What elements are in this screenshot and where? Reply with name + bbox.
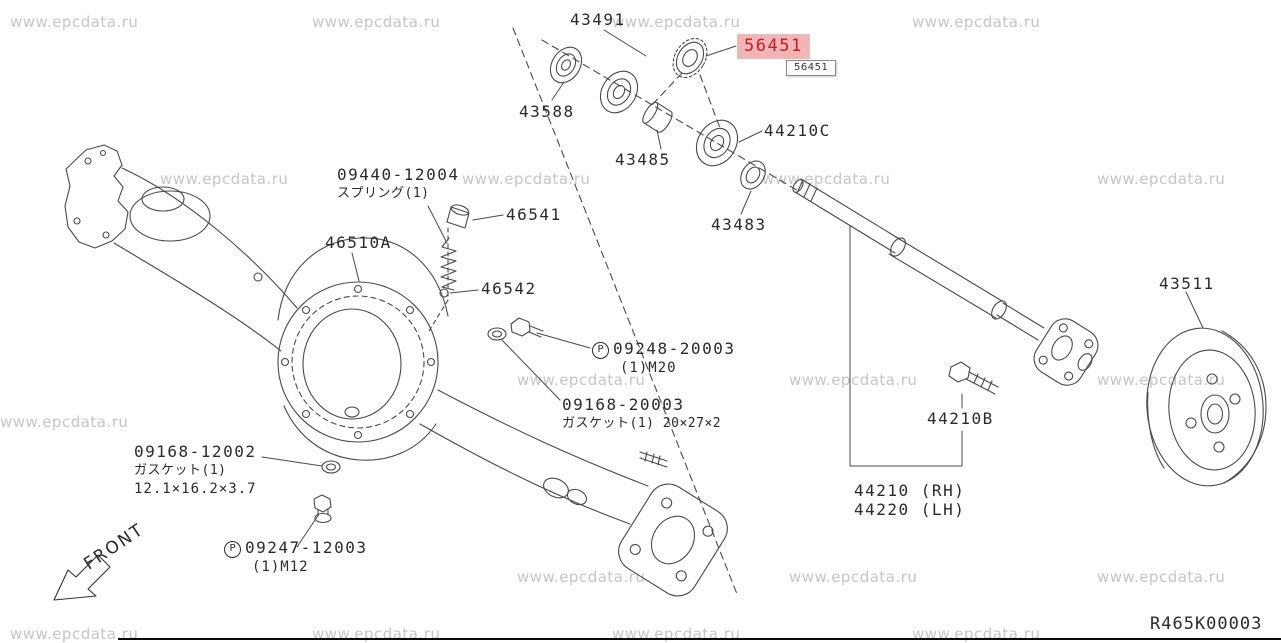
part-spec: (1)M20 <box>620 360 677 376</box>
oil-seal-43483 <box>740 160 766 190</box>
part-number[interactable]: 09248-20003 <box>613 339 736 358</box>
watermark-text: www.epcdata.ru <box>10 625 139 643</box>
watermark-text: www.epcdata.ru <box>789 371 918 389</box>
part-label-09440-12004[interactable]: 09440-12004 スプリング(1) <box>337 165 459 203</box>
part-label-46510a[interactable]: 46510A <box>325 233 392 252</box>
part-number[interactable]: 09440-12004 <box>337 165 460 184</box>
watermark-text: www.epcdata.ru <box>160 170 289 188</box>
watermark-text: www.epcdata.ru <box>1097 371 1226 389</box>
bottom-border-line <box>118 638 1281 640</box>
part-note-jp: ガスケット(1) 20×27×2 <box>562 416 722 431</box>
oil-seal-43588 <box>549 46 583 84</box>
part-label-43491[interactable]: 43491 <box>570 10 626 29</box>
brake-drum-drawing <box>1146 327 1267 487</box>
watermark-text: www.epcdata.ru <box>517 568 646 586</box>
part-label-09168-12002[interactable]: 09168-12002 ガスケット(1) 12.1×16.2×3.7 <box>134 442 257 499</box>
backing-plate-flange <box>618 483 728 597</box>
bearing-44210c <box>695 119 739 167</box>
axle-housing-drawing <box>64 144 728 597</box>
diagram-reference-code: R465K00003 <box>1150 614 1263 634</box>
watermark-text: www.epcdata.ru <box>789 568 918 586</box>
watermark-text: www.epcdata.ru <box>0 413 129 431</box>
part-number-lh[interactable]: 44220 (LH) <box>854 500 966 519</box>
watermark-text: www.epcdata.ru <box>1097 568 1226 586</box>
watermark-text: www.epcdata.ru <box>517 371 646 389</box>
part-label-44210b[interactable]: 44210B <box>927 409 994 428</box>
watermark-text: www.epcdata.ru <box>612 13 741 31</box>
bearing-seal-parts-drawing <box>549 37 766 190</box>
gear-56451 <box>672 37 708 79</box>
plug-gasket-drawing <box>313 317 544 524</box>
part-label-43511[interactable]: 43511 <box>1159 274 1215 293</box>
part-tooltip: 56451 <box>786 60 837 76</box>
wheel-hub-flange <box>1033 318 1099 386</box>
bearing-43491 <box>599 70 639 114</box>
part-number[interactable]: 09168-20003 <box>562 395 685 414</box>
part-number[interactable]: 09168-12002 <box>134 442 257 461</box>
part-label-43483[interactable]: 43483 <box>711 215 767 234</box>
spacer-43485 <box>642 101 673 133</box>
part-label-44210-44220[interactable]: 44210 (RH) 44220 (LH) <box>854 481 965 519</box>
watermark-text: www.epcdata.ru <box>762 170 891 188</box>
watermark-text: www.epcdata.ru <box>312 13 441 31</box>
axle-shaft-drawing <box>792 178 1099 386</box>
p-marker-icon: P <box>224 541 241 558</box>
part-dimensions: 12.1×16.2×3.7 <box>134 481 257 497</box>
watermark-text: www.epcdata.ru <box>912 13 1041 31</box>
part-label-46542[interactable]: 46542 <box>481 279 537 298</box>
bracket-lines <box>849 225 963 467</box>
part-note-jp: ガスケット(1) <box>134 463 227 478</box>
leader-lines <box>261 29 1204 548</box>
part-label-46541[interactable]: 46541 <box>506 205 562 224</box>
part-number[interactable]: 09247-12003 <box>245 538 368 557</box>
part-label-44210c[interactable]: 44210C <box>764 121 831 140</box>
part-label-43485[interactable]: 43485 <box>615 150 671 169</box>
part-label-43588[interactable]: 43588 <box>519 102 575 121</box>
hub-bolt-drawing <box>948 361 999 395</box>
watermark-text: www.epcdata.ru <box>462 170 591 188</box>
p-marker-icon: P <box>592 342 609 359</box>
part-note-jp: スプリング(1) <box>337 186 430 201</box>
front-arrow-icon <box>53 554 111 601</box>
watermark-text: www.epcdata.ru <box>1097 170 1226 188</box>
watermark-text: www.epcdata.ru <box>10 13 139 31</box>
part-label-09168-20003[interactable]: 09168-20003 ガスケット(1) 20×27×2 <box>562 395 721 433</box>
part-number-rh[interactable]: 44210 (RH) <box>854 481 966 500</box>
spring-parts-drawing <box>439 204 470 298</box>
part-spec: (1)M12 <box>252 559 309 575</box>
highlighted-part-label-56451[interactable]: 56451 <box>737 34 810 59</box>
